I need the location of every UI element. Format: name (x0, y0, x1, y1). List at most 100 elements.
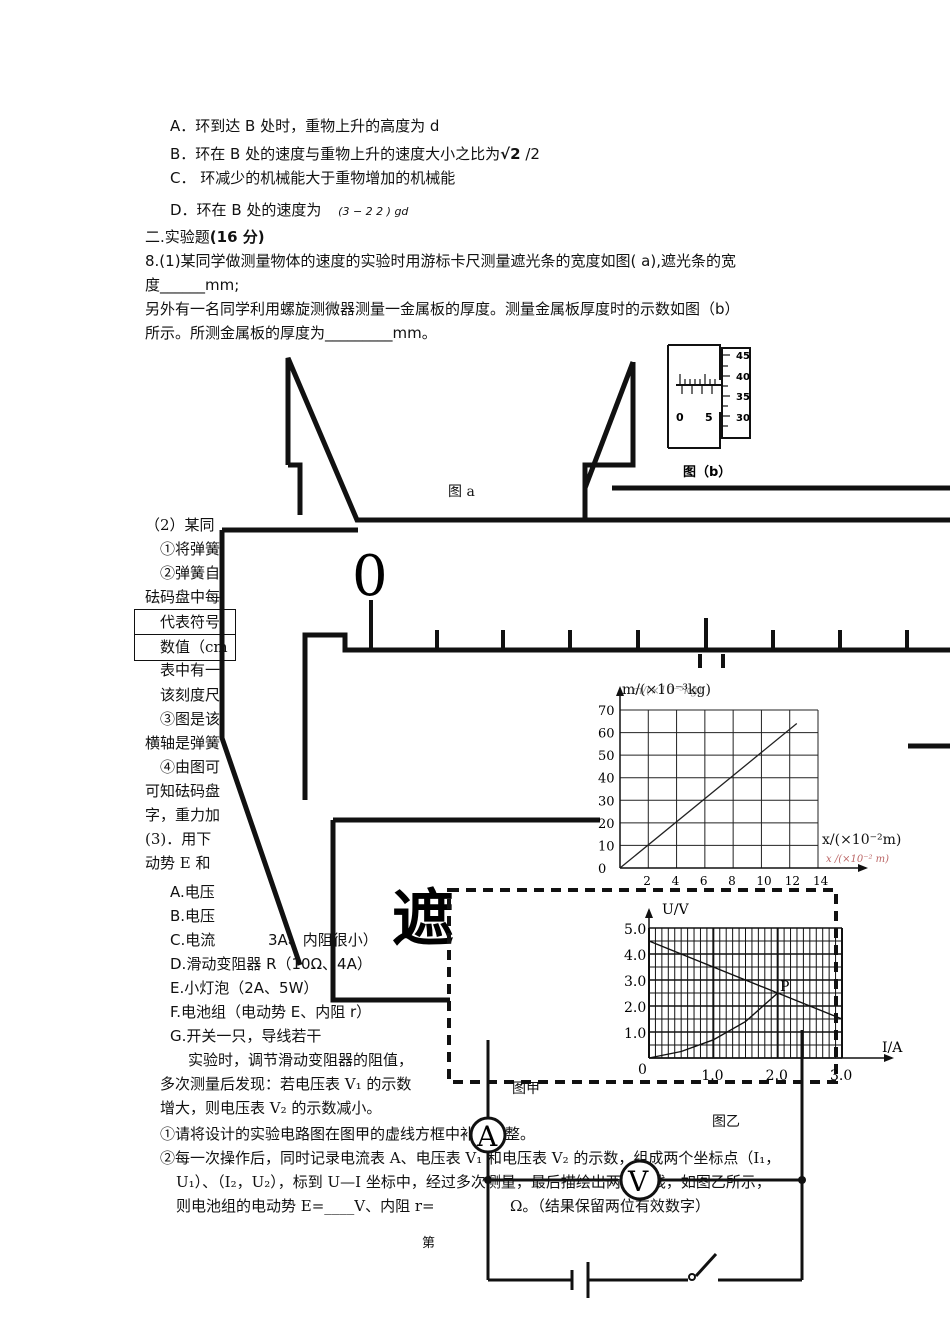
mx-ytick-label: 30 (598, 794, 615, 809)
part3-line2: 动势 E 和 (145, 854, 211, 872)
q8-line1: 8.(1)某同学做测量物体的速度的实验时用游标卡尺测量遮光条的宽度如图( a),… (145, 252, 736, 270)
caliper-upper-jaw-left (285, 357, 360, 523)
ui-ylabel: U/V (662, 902, 690, 918)
option-d-text: D．环在 B 处的速度为 (170, 201, 322, 219)
part2-line6: 该刻度尺 (160, 686, 221, 704)
micrometer-thimble-35: 35 (736, 392, 750, 403)
ui-y-arrow (645, 908, 653, 918)
mx-ytick-label: 40 (598, 772, 615, 787)
caliper-vernier-bottom (330, 820, 450, 1003)
ui-origin: 0 (638, 1062, 647, 1078)
caliper-upper-jaw-right (582, 362, 636, 520)
part3-q2a: ②每一次操作后，同时记录电流表 A、电压表 V₁ 和电压表 V₂ 的示数，组成两… (160, 1149, 781, 1167)
ui-lamp-curve (648, 992, 779, 1059)
micrometer-thimble-40: 40 (736, 372, 750, 383)
micrometer-sleeve-0: 0 (676, 411, 684, 424)
mx-xtick-label: 12 (785, 874, 800, 888)
caliper-drawing (219, 357, 950, 1003)
mx-xtick-label: 8 (728, 874, 736, 888)
part2-line11: 字，重力加 (145, 806, 221, 824)
caliper-vernier-text: 遮 (392, 882, 454, 955)
micrometer-thimble-30: 30 (736, 413, 750, 424)
micrometer-frame-bottom (668, 412, 721, 449)
option-a: A．环到达 B 处时，重物上升的高度为 d (170, 117, 440, 135)
caliper-lower-jaw-left (219, 530, 303, 966)
ui-xtick-label: 2.0 (766, 1068, 788, 1084)
mx-ytick-label: 10 (598, 839, 615, 854)
option-b-text: B．环在 B 处的速度与重物上升的速度大小之比为 (170, 145, 501, 163)
battery (570, 1262, 590, 1298)
micrometer-ticks (679, 354, 730, 427)
mx-xtick-label: 2 (643, 874, 651, 888)
mx-xlabel: x/(×10⁻²m) (822, 832, 901, 848)
page-footer: 第 (422, 1236, 436, 1251)
item-c: C.电流 (170, 931, 216, 949)
mx-y-arrow (616, 686, 624, 696)
ui-ytick-label: 2.0 (624, 1000, 646, 1016)
mx-ylabel-ghost: m/(×10⁻³kg) (632, 684, 702, 697)
mx-fit-line (619, 723, 798, 869)
ui-series (648, 940, 843, 1059)
switch-lever (694, 1252, 718, 1278)
option-b: B．环在 B 处的速度与重物上升的速度大小之比为√2 /2 (170, 145, 540, 163)
ui-xlabel: I/A (882, 1040, 903, 1056)
q8-line2: 度______mm; (145, 276, 240, 294)
part3-p1: 实验时，调节滑动变阻器的阻值， (188, 1051, 414, 1069)
mx-axes (616, 686, 868, 872)
mx-xtick-label: 14 (813, 874, 829, 888)
sqrt-symbol: √2 (500, 145, 521, 163)
ui-xtick-label: 3.0 (830, 1068, 852, 1084)
ui-ytick-label: 3.0 (624, 974, 646, 990)
circuit-dashed-box (447, 888, 838, 1084)
option-c: C． 环减少的机械能大于重物增加的机械能 (170, 169, 456, 187)
ui-xtick-label: 1.0 (701, 1068, 723, 1084)
ui-grid (648, 927, 843, 1059)
table-row-symbol: 代表符号 (160, 613, 221, 631)
part3-q1: ①请将设计的实验电路图在图甲的虚线方框中补充完整。 (160, 1125, 536, 1143)
ui-x-arrow (884, 1054, 894, 1062)
section-score: (16 分) (209, 228, 265, 246)
mx-ytick-label: 0 (598, 862, 606, 877)
part3-p3: 增大，则电压表 V₂ 的示数减小。 (160, 1099, 382, 1117)
micrometer-frame-top (668, 344, 721, 380)
part2-line4: 砝码盘中每 (145, 588, 221, 606)
micrometer-drawing (667, 344, 751, 449)
ui-ytick-label: 4.0 (624, 948, 646, 964)
item-f: F.电池组（电动势 E、内阻 r） (170, 1003, 372, 1021)
micrometer-thimble (721, 347, 751, 439)
caliper-jaw-step (288, 462, 303, 515)
fig-b-label: 图（b） (683, 464, 731, 480)
item-c-tail: 3A、内阻很小） (268, 931, 378, 949)
mx-ytick-label: 20 (598, 817, 615, 832)
part2-line7: ③图是该 (160, 710, 221, 728)
mx-ytick-label: 50 (598, 749, 615, 764)
ui-point-p: P (780, 979, 789, 995)
switch-pivot (688, 1273, 696, 1281)
part2-line2: ①将弹簧 (160, 540, 221, 558)
caliper-vernier-top (302, 632, 950, 690)
micrometer-sleeve-5: 5 (705, 411, 713, 424)
caliper-zero: 0 (352, 544, 388, 609)
item-e: E.小灯泡（2A、5W） (170, 979, 319, 997)
fig-yi-label: 图乙 (712, 1114, 740, 1130)
mx-xlabel-ghost: x /(×10⁻² m) (826, 854, 889, 865)
part3-q2d: Ω。（结果保留两位有效数字） (510, 1197, 710, 1215)
mx-xtick-label: 6 (700, 874, 708, 888)
option-d: D．环在 B 处的速度为 (3 − 2 2 ) gd (170, 201, 408, 221)
mx-xtick-label: 10 (756, 874, 771, 888)
ui-axes (645, 908, 894, 1062)
item-d: D.滑动变阻器 R（10Ω、4A） (170, 955, 372, 973)
part2-line3: ②弹簧自 (160, 564, 221, 582)
part2-line10: 可知砝码盘 (145, 782, 221, 800)
section-title-text: 二.实验题 (145, 228, 210, 246)
part2-line1: （2）某同 (145, 516, 215, 534)
mx-ylabel: m/(×10⁻³kg) (622, 682, 711, 698)
part2-line9: ④由图可 (160, 758, 221, 776)
item-a: A.电压 (170, 883, 215, 901)
part2-line8: 横轴是弹簧 (145, 734, 221, 752)
q8-line3: 另外有一名同学利用螺旋测微器测量一金属板的厚度。测量金属板厚度时的示数如图（b） (145, 300, 740, 318)
mx-ytick-label: 70 (598, 704, 615, 719)
option-b-tail: /2 (520, 145, 540, 163)
ui-battery-line (648, 940, 843, 1020)
